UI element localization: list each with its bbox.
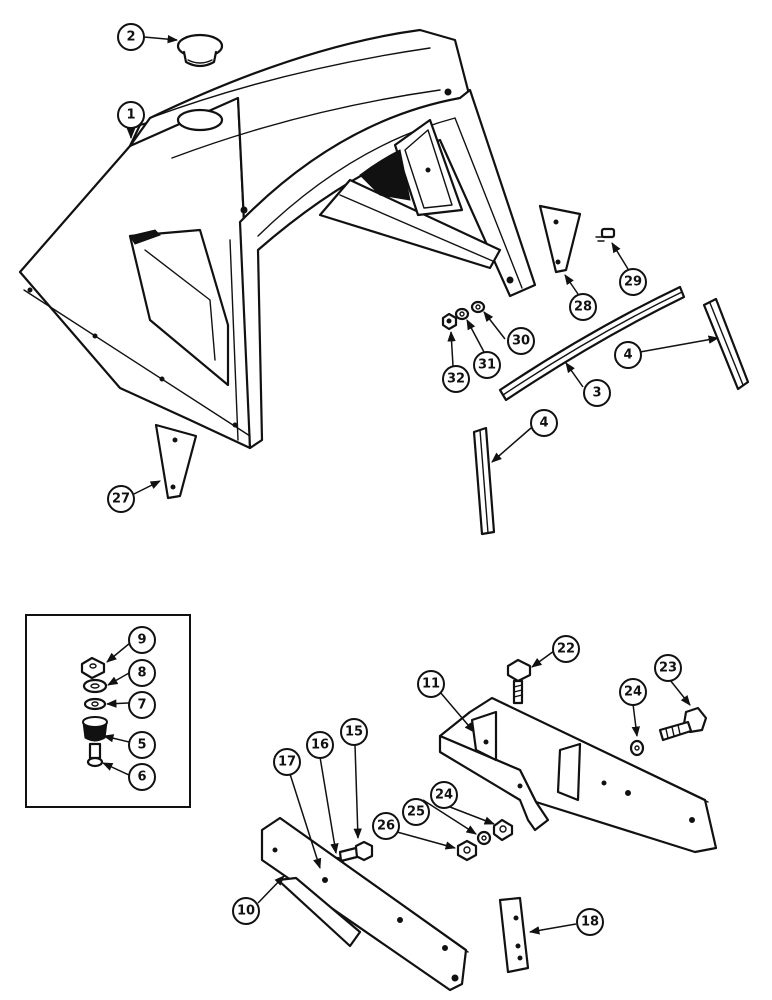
callout-23: 23 bbox=[654, 654, 682, 682]
bolt-22-part bbox=[506, 658, 532, 705]
seal-strip-4-right-part bbox=[702, 297, 750, 391]
svg-text:24: 24 bbox=[624, 685, 642, 700]
callout-6: 6 bbox=[128, 763, 156, 791]
bolt-6-part bbox=[86, 742, 104, 768]
callout-2: 2 bbox=[117, 23, 145, 51]
callout-27: 27 bbox=[107, 485, 135, 513]
callout-16: 16 bbox=[306, 731, 334, 759]
bolt-15-part bbox=[338, 840, 374, 863]
leader-lines bbox=[102, 34, 720, 935]
seal-strip-4-lower-part bbox=[472, 426, 496, 536]
svg-text:22: 22 bbox=[557, 642, 575, 657]
svg-text:28: 28 bbox=[574, 300, 592, 315]
filler-cap-part bbox=[176, 33, 224, 68]
svg-text:23: 23 bbox=[659, 661, 677, 676]
seal-strip-3-part bbox=[498, 285, 686, 402]
callout-17: 17 bbox=[273, 748, 301, 776]
callout-22: 22 bbox=[552, 635, 580, 663]
svg-text:26: 26 bbox=[377, 819, 395, 834]
svg-text:15: 15 bbox=[345, 725, 363, 740]
callout-31: 31 bbox=[473, 351, 501, 379]
callout-26: 26 bbox=[372, 812, 400, 840]
svg-text:18: 18 bbox=[581, 915, 599, 930]
callout-9: 9 bbox=[128, 626, 156, 654]
callout-25: 25 bbox=[402, 798, 430, 826]
callout-24-lower: 24 bbox=[430, 781, 458, 809]
washer-31-part bbox=[454, 307, 470, 321]
callout-32: 32 bbox=[442, 365, 470, 393]
svg-text:17: 17 bbox=[278, 755, 296, 770]
svg-text:10: 10 bbox=[237, 904, 255, 919]
svg-text:29: 29 bbox=[624, 275, 642, 290]
lock-washer-8-part bbox=[82, 678, 108, 694]
callout-11: 11 bbox=[417, 670, 445, 698]
svg-text:5: 5 bbox=[137, 738, 146, 753]
svg-text:32: 32 bbox=[447, 372, 465, 387]
svg-text:1: 1 bbox=[126, 108, 135, 123]
nut-26-part bbox=[456, 839, 478, 862]
svg-text:4: 4 bbox=[623, 348, 632, 363]
callout-5: 5 bbox=[128, 731, 156, 759]
hood-cover-part bbox=[18, 28, 537, 450]
callout-7: 7 bbox=[128, 691, 156, 719]
callout-10: 10 bbox=[232, 897, 260, 925]
screw-29-part bbox=[595, 227, 616, 242]
svg-text:24: 24 bbox=[435, 788, 453, 803]
grommet-5-part bbox=[82, 716, 108, 742]
svg-text:25: 25 bbox=[407, 805, 425, 820]
callout-15: 15 bbox=[340, 718, 368, 746]
svg-text:8: 8 bbox=[137, 666, 146, 681]
svg-text:7: 7 bbox=[137, 698, 146, 713]
callout-24-upper: 24 bbox=[619, 678, 647, 706]
callout-8: 8 bbox=[128, 659, 156, 687]
callout-4-lower: 4 bbox=[530, 409, 558, 437]
callout-29: 29 bbox=[619, 268, 647, 296]
washer-24-upper-part bbox=[629, 739, 645, 757]
washer-7-part bbox=[83, 697, 107, 711]
svg-text:9: 9 bbox=[137, 633, 146, 648]
callout-4-right: 4 bbox=[614, 341, 642, 369]
lock-washer-25-part bbox=[476, 830, 492, 846]
svg-text:16: 16 bbox=[311, 738, 329, 753]
hardware-inset-box bbox=[25, 614, 191, 808]
svg-text:11: 11 bbox=[422, 677, 440, 692]
svg-text:2: 2 bbox=[126, 30, 135, 45]
support-bracket-11-part bbox=[438, 696, 718, 854]
svg-text:27: 27 bbox=[112, 492, 130, 507]
callout-30: 30 bbox=[507, 327, 535, 355]
svg-text:31: 31 bbox=[478, 358, 496, 373]
callout-3: 3 bbox=[583, 379, 611, 407]
callout-28: 28 bbox=[569, 293, 597, 321]
callout-1: 1 bbox=[117, 101, 145, 129]
washer-30-part bbox=[470, 300, 486, 314]
nut-9-part bbox=[80, 656, 106, 680]
svg-text:4: 4 bbox=[539, 416, 548, 431]
bolt-23-part bbox=[658, 706, 708, 742]
svg-text:3: 3 bbox=[592, 386, 601, 401]
svg-text:30: 30 bbox=[512, 334, 530, 349]
nut-32-part bbox=[441, 312, 458, 331]
washer-24-lower-part bbox=[492, 818, 514, 842]
svg-text:6: 6 bbox=[137, 770, 146, 785]
callout-18: 18 bbox=[576, 908, 604, 936]
plate-18-part bbox=[498, 896, 530, 974]
bracket-27-part bbox=[154, 423, 198, 500]
bracket-28-part bbox=[538, 204, 582, 274]
